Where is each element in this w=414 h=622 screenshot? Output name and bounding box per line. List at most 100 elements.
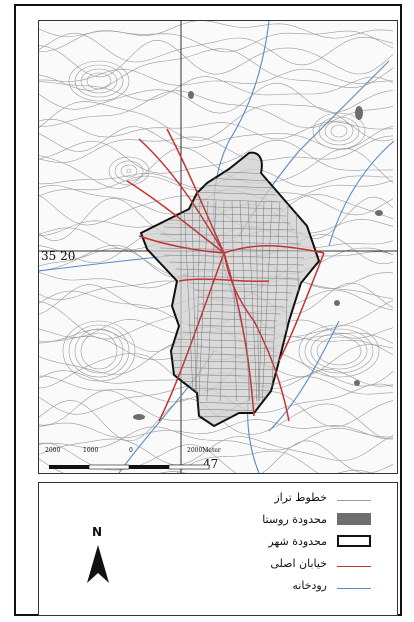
street-line (168, 219, 291, 224)
scale-tick-label: 2000 (45, 447, 61, 454)
street-line (189, 282, 297, 287)
contour-loop (310, 332, 368, 370)
contour-loop (108, 156, 150, 186)
contour-line (39, 39, 394, 78)
street-line (197, 184, 275, 189)
contour-loop (316, 336, 362, 366)
contour-loop (74, 328, 124, 374)
contour-line (39, 68, 394, 86)
street-line (160, 233, 299, 238)
contour-loop (330, 124, 348, 138)
scale-segment (49, 465, 89, 469)
street-line (163, 380, 293, 385)
legend-item-main-road: خیابان اصلی (71, 555, 371, 571)
contour-loop (62, 320, 136, 382)
street-line (175, 212, 287, 217)
river-swatch (337, 582, 371, 589)
contour-loop (74, 64, 124, 98)
contour-loop (68, 324, 130, 378)
street-line (198, 303, 285, 308)
river-southeast (268, 320, 340, 432)
street-line (160, 373, 289, 378)
street-line (220, 200, 225, 402)
contour-loop (324, 120, 354, 142)
scale-segment (168, 464, 210, 470)
villages (133, 91, 383, 420)
contour-loop (114, 160, 144, 182)
street-line (163, 352, 278, 357)
river-east (328, 140, 395, 247)
contour-line (39, 90, 394, 129)
contour-line (39, 435, 394, 466)
village-marker (188, 91, 194, 99)
city-boundary (139, 151, 321, 428)
topographic-map (39, 21, 397, 473)
contour-line (39, 30, 394, 53)
street-line (247, 200, 258, 402)
legend-label: رودخانه (292, 578, 327, 592)
road-southeast (223, 252, 290, 422)
street-line (168, 345, 276, 350)
north-arrow: N (85, 525, 111, 605)
scale-tick-label: 2000Meter (187, 447, 221, 454)
contour-line (39, 21, 394, 39)
street-line (175, 338, 275, 343)
contour-loop (304, 328, 374, 374)
contour-line (39, 118, 394, 140)
scale-bar: 2000 1000 0 2000Meter (45, 447, 221, 470)
contour-loop (312, 112, 366, 150)
contour-loop (298, 324, 380, 378)
village-fill-swatch (337, 513, 371, 525)
latitude-label: 35 20 (41, 249, 76, 263)
map-figure-frame: 35 20 47 2000 1000 0 2000Meter خطوط تراز… (14, 4, 402, 616)
village-marker (133, 414, 145, 420)
river-west (39, 255, 170, 272)
legend-item-river: رودخانه (71, 577, 371, 593)
street-line (239, 200, 250, 402)
street-line (198, 200, 209, 402)
street-line (271, 200, 281, 402)
street-line (262, 200, 273, 402)
scale-segment (129, 465, 169, 469)
legend-item-contour: خطوط تراز (71, 489, 371, 505)
street-line (231, 200, 237, 402)
contour-line-swatch (337, 494, 371, 501)
contour-loop (86, 72, 112, 90)
city-street-grid (158, 170, 305, 420)
contour-line (39, 450, 319, 473)
contour-loop (80, 68, 118, 94)
road-north (166, 128, 225, 254)
contour-line (39, 32, 394, 66)
scale-tick-label: 1000 (83, 447, 99, 454)
north-label: N (92, 525, 103, 539)
road-west-north (126, 180, 225, 254)
scale-bar-graphic (49, 464, 210, 470)
legend-label: محدودة روستا (262, 512, 327, 526)
contour-loop (126, 168, 132, 174)
contour-line (39, 426, 394, 451)
village-marker (355, 106, 363, 120)
street-line (195, 200, 201, 402)
street-line (197, 296, 289, 301)
contour-line (39, 147, 394, 189)
contour-line (39, 76, 394, 101)
street-line (206, 200, 217, 402)
contour-line (39, 135, 394, 163)
legend-label: محدودة شهر (268, 534, 327, 548)
street-line (182, 205, 283, 210)
street-line (182, 275, 300, 280)
road-northwest (138, 138, 225, 254)
street-line (183, 200, 194, 402)
contour-line (39, 82, 394, 114)
scale-tick-label: 0 (129, 447, 133, 454)
street-line (169, 261, 304, 266)
legend-label: خیابان اصلی (270, 556, 327, 570)
street-line (175, 268, 303, 273)
street-line (258, 200, 265, 402)
road-south (223, 252, 255, 417)
road-west (138, 235, 225, 254)
scale-segment (88, 464, 130, 470)
street-line (255, 200, 260, 402)
village-marker (354, 380, 360, 386)
city-boundary-swatch (337, 535, 371, 547)
